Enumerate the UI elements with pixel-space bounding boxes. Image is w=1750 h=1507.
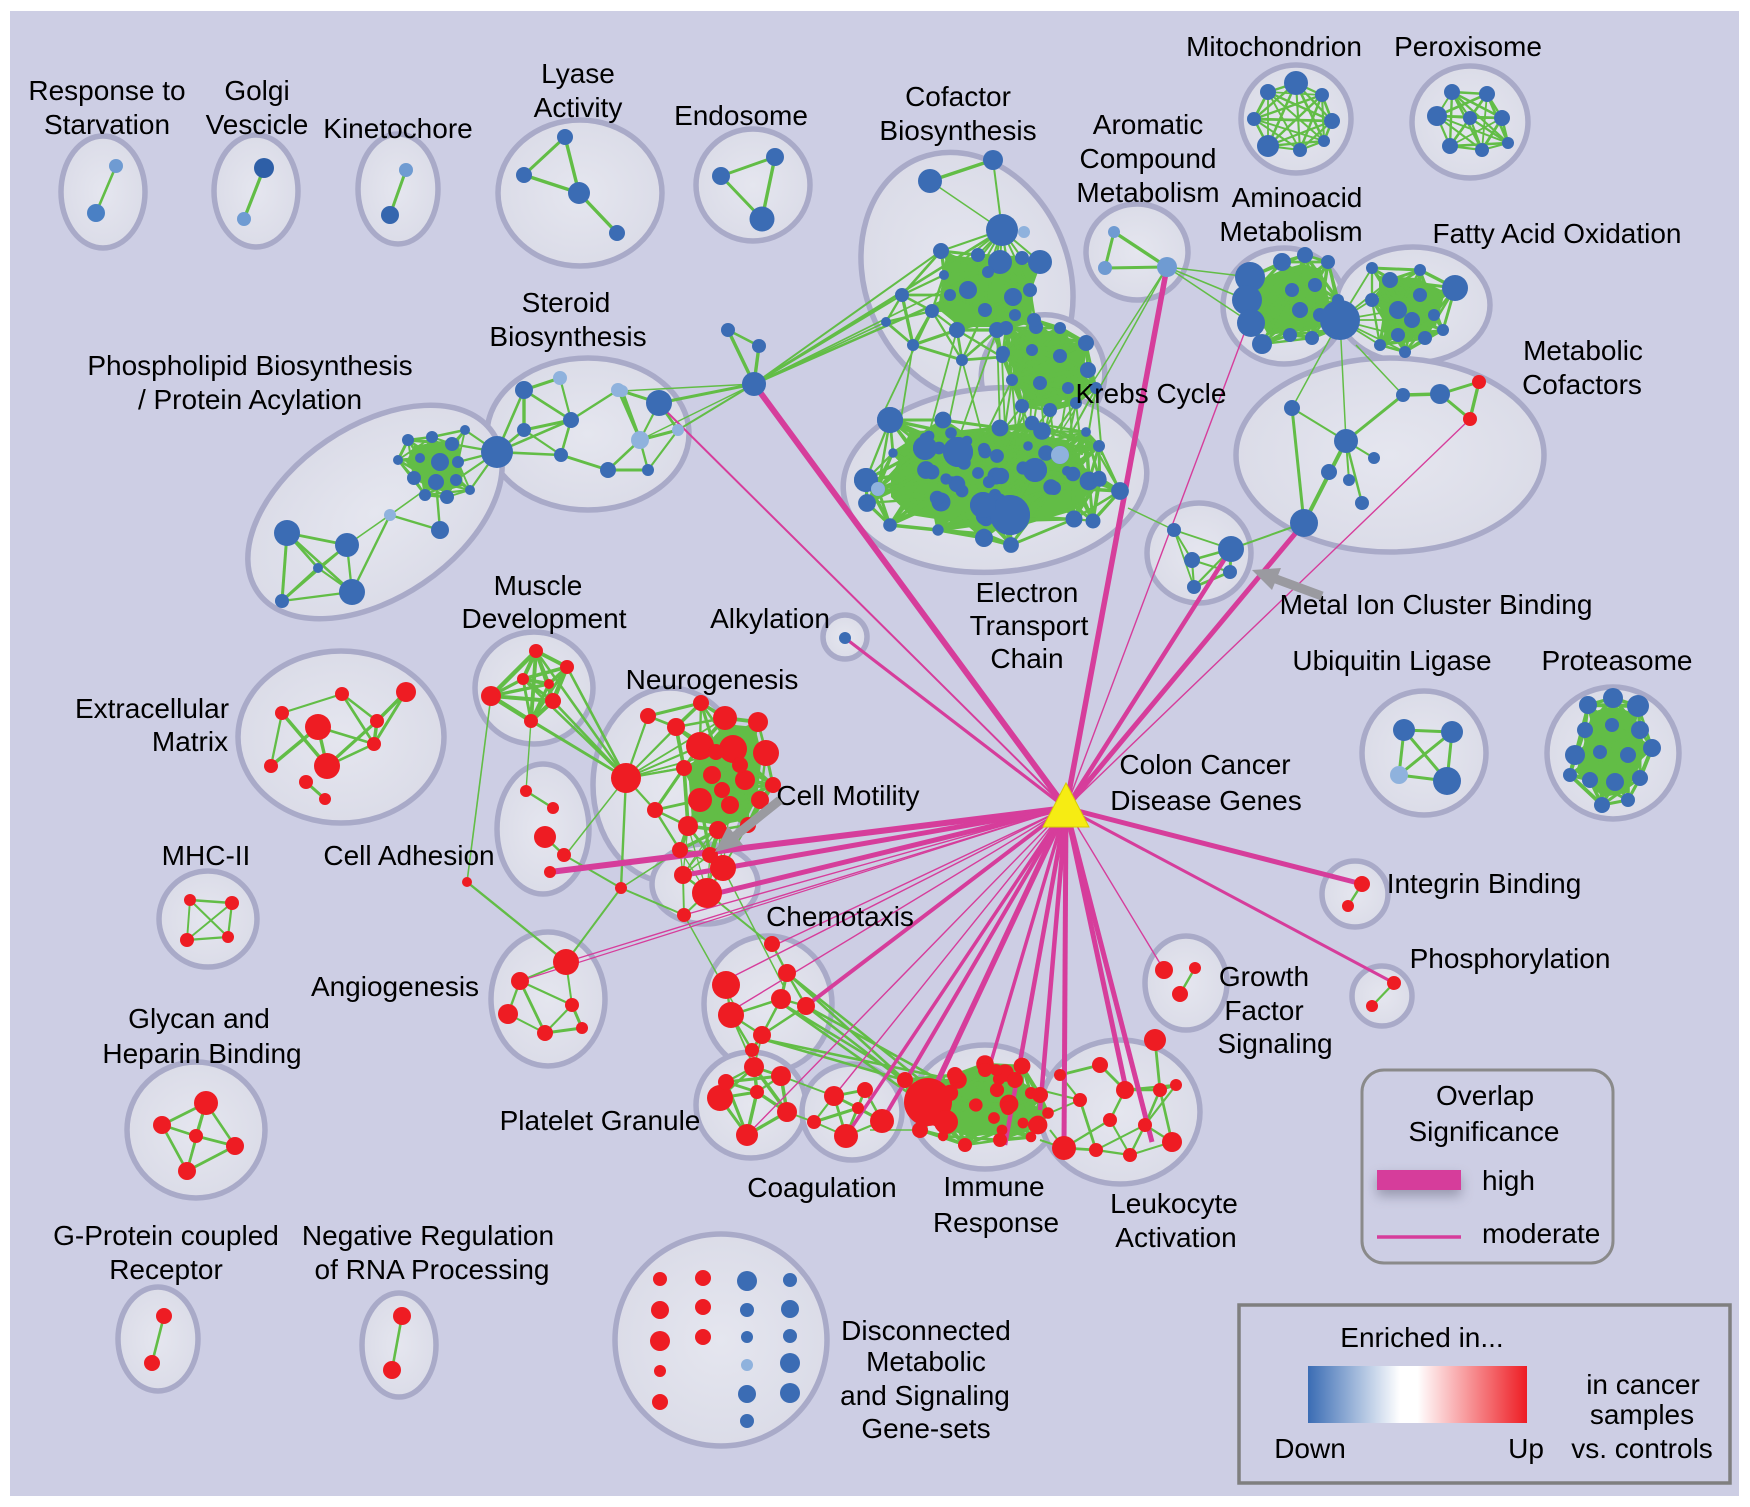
- svg-text:Signaling: Signaling: [1217, 1028, 1332, 1059]
- svg-text:moderate: moderate: [1482, 1218, 1600, 1249]
- svg-text:Cofactors: Cofactors: [1522, 369, 1642, 400]
- svg-text:Colon Cancer: Colon Cancer: [1119, 749, 1290, 780]
- svg-text:Muscle: Muscle: [494, 570, 583, 601]
- svg-text:Gene-sets: Gene-sets: [861, 1413, 990, 1444]
- svg-text:/ Protein Acylation: / Protein Acylation: [138, 384, 362, 415]
- svg-text:samples: samples: [1590, 1399, 1694, 1430]
- svg-text:Biosynthesis: Biosynthesis: [489, 321, 646, 352]
- svg-text:Ubiquitin Ligase: Ubiquitin Ligase: [1292, 645, 1491, 676]
- svg-text:Peroxisome: Peroxisome: [1394, 31, 1542, 62]
- svg-text:Factor: Factor: [1224, 995, 1303, 1026]
- svg-text:high: high: [1482, 1165, 1535, 1196]
- svg-text:Fatty Acid Oxidation: Fatty Acid Oxidation: [1432, 218, 1681, 249]
- svg-text:Heparin Binding: Heparin Binding: [102, 1038, 301, 1069]
- svg-text:Compound: Compound: [1080, 143, 1217, 174]
- svg-text:Biosynthesis: Biosynthesis: [879, 115, 1036, 146]
- svg-text:Cofactor: Cofactor: [905, 81, 1011, 112]
- svg-text:Transport: Transport: [970, 610, 1089, 641]
- svg-text:Integrin Binding: Integrin Binding: [1387, 868, 1582, 899]
- svg-text:Mitochondrion: Mitochondrion: [1186, 31, 1362, 62]
- svg-text:Aminoacid: Aminoacid: [1232, 182, 1363, 213]
- svg-text:Metal Ion Cluster Binding: Metal Ion Cluster Binding: [1280, 589, 1593, 620]
- svg-text:Alkylation: Alkylation: [710, 603, 830, 634]
- svg-text:and Signaling: and Signaling: [840, 1380, 1010, 1411]
- svg-text:Extracellular: Extracellular: [75, 693, 229, 724]
- svg-text:MHC-II: MHC-II: [162, 840, 251, 871]
- svg-text:Chemotaxis: Chemotaxis: [766, 901, 914, 932]
- svg-text:Metabolism: Metabolism: [1076, 177, 1219, 208]
- svg-text:Glycan and: Glycan and: [128, 1003, 270, 1034]
- svg-text:Coagulation: Coagulation: [747, 1172, 896, 1203]
- svg-text:Metabolic: Metabolic: [1523, 335, 1643, 366]
- svg-text:Metabolism: Metabolism: [1219, 216, 1362, 247]
- svg-text:Neurogenesis: Neurogenesis: [626, 664, 799, 695]
- svg-text:Disease Genes: Disease Genes: [1110, 785, 1301, 816]
- svg-text:Cell Motility: Cell Motility: [776, 780, 919, 811]
- svg-text:Negative Regulation: Negative Regulation: [302, 1220, 554, 1251]
- svg-text:Vescicle: Vescicle: [206, 109, 309, 140]
- svg-text:Angiogenesis: Angiogenesis: [311, 971, 479, 1002]
- svg-text:Chain: Chain: [990, 643, 1063, 674]
- svg-text:Down: Down: [1274, 1433, 1346, 1464]
- svg-text:Platelet Granule: Platelet Granule: [500, 1105, 701, 1136]
- svg-text:Phosphorylation: Phosphorylation: [1410, 943, 1611, 974]
- svg-text:Matrix: Matrix: [152, 726, 228, 757]
- svg-text:Overlap: Overlap: [1436, 1080, 1534, 1111]
- svg-text:Metabolic: Metabolic: [866, 1346, 986, 1377]
- svg-text:Receptor: Receptor: [109, 1254, 223, 1285]
- svg-text:G-Protein coupled: G-Protein coupled: [53, 1220, 279, 1251]
- svg-text:Up: Up: [1508, 1433, 1544, 1464]
- svg-text:Growth: Growth: [1219, 961, 1309, 992]
- svg-text:Endosome: Endosome: [674, 100, 808, 131]
- svg-text:Lyase: Lyase: [541, 58, 615, 89]
- svg-text:in cancer: in cancer: [1586, 1369, 1700, 1400]
- svg-text:Enriched in...: Enriched in...: [1340, 1322, 1503, 1353]
- svg-text:Response: Response: [933, 1207, 1059, 1238]
- svg-text:Starvation: Starvation: [44, 109, 170, 140]
- svg-text:Immune: Immune: [943, 1171, 1044, 1202]
- svg-text:Aromatic: Aromatic: [1093, 109, 1203, 140]
- svg-text:Activation: Activation: [1115, 1222, 1236, 1253]
- svg-text:vs. controls: vs. controls: [1571, 1433, 1713, 1464]
- svg-text:Development: Development: [462, 603, 627, 634]
- svg-text:Proteasome: Proteasome: [1542, 645, 1693, 676]
- svg-text:Disconnected: Disconnected: [841, 1315, 1011, 1346]
- svg-text:Electron: Electron: [976, 577, 1079, 608]
- svg-text:Activity: Activity: [534, 92, 623, 123]
- svg-text:Cell Adhesion: Cell Adhesion: [323, 840, 494, 871]
- svg-text:Phospholipid Biosynthesis: Phospholipid Biosynthesis: [87, 350, 412, 381]
- svg-text:Leukocyte: Leukocyte: [1110, 1188, 1238, 1219]
- svg-text:Significance: Significance: [1409, 1116, 1560, 1147]
- svg-text:Krebs Cycle: Krebs Cycle: [1076, 378, 1227, 409]
- svg-text:of RNA Processing: of RNA Processing: [315, 1254, 550, 1285]
- svg-text:Kinetochore: Kinetochore: [323, 113, 472, 144]
- svg-text:Response to: Response to: [28, 75, 185, 106]
- svg-text:Golgi: Golgi: [224, 75, 289, 106]
- svg-text:Steroid: Steroid: [522, 287, 611, 318]
